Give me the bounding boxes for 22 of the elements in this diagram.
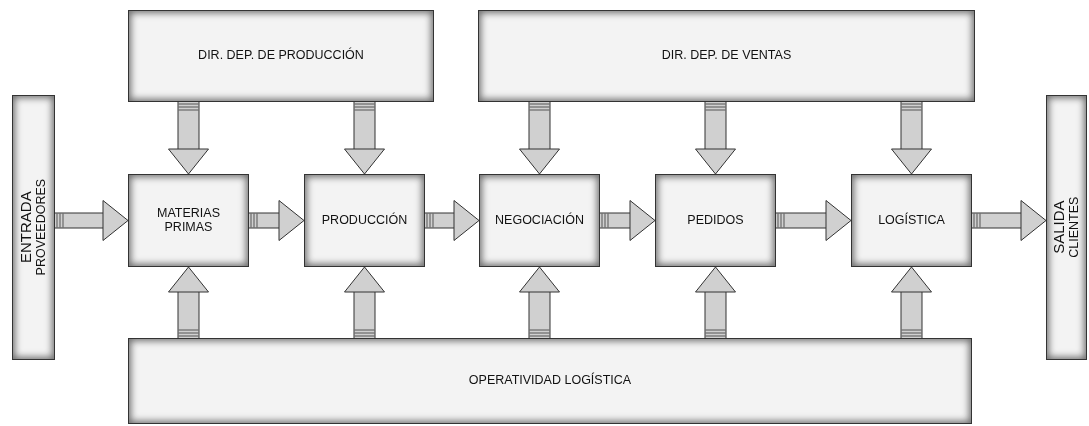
process-box xyxy=(851,174,972,267)
node-label: DIR. DEP. DE VENTAS xyxy=(661,49,792,63)
node-label: PROVEEDORES xyxy=(34,179,49,276)
node-label: LOGÍSTICA xyxy=(878,213,945,228)
process-box xyxy=(478,10,975,102)
node-label: PRODUCCIÓN xyxy=(321,213,408,228)
node-label: PEDIDOS xyxy=(687,213,744,228)
node-label: ENTRADA xyxy=(18,191,35,264)
node-label: OPERATIVIDAD LOGÍSTICA xyxy=(468,374,632,388)
node-label: CLIENTES xyxy=(1067,196,1082,259)
process-box xyxy=(128,338,972,424)
node-label: NEGOCIACIÓN xyxy=(495,213,584,228)
side-bar xyxy=(12,95,55,360)
node-label: MATERIAS PRIMAS xyxy=(156,206,221,235)
process-box xyxy=(655,174,776,267)
side-bar xyxy=(1046,95,1087,360)
process-box xyxy=(479,174,600,267)
process-box xyxy=(304,174,425,267)
process-box xyxy=(128,174,249,267)
node-label: DIR. DEP. DE PRODUCCIÓN xyxy=(198,49,364,63)
process-box xyxy=(128,10,434,102)
node-label: SALIDA xyxy=(1051,200,1068,255)
